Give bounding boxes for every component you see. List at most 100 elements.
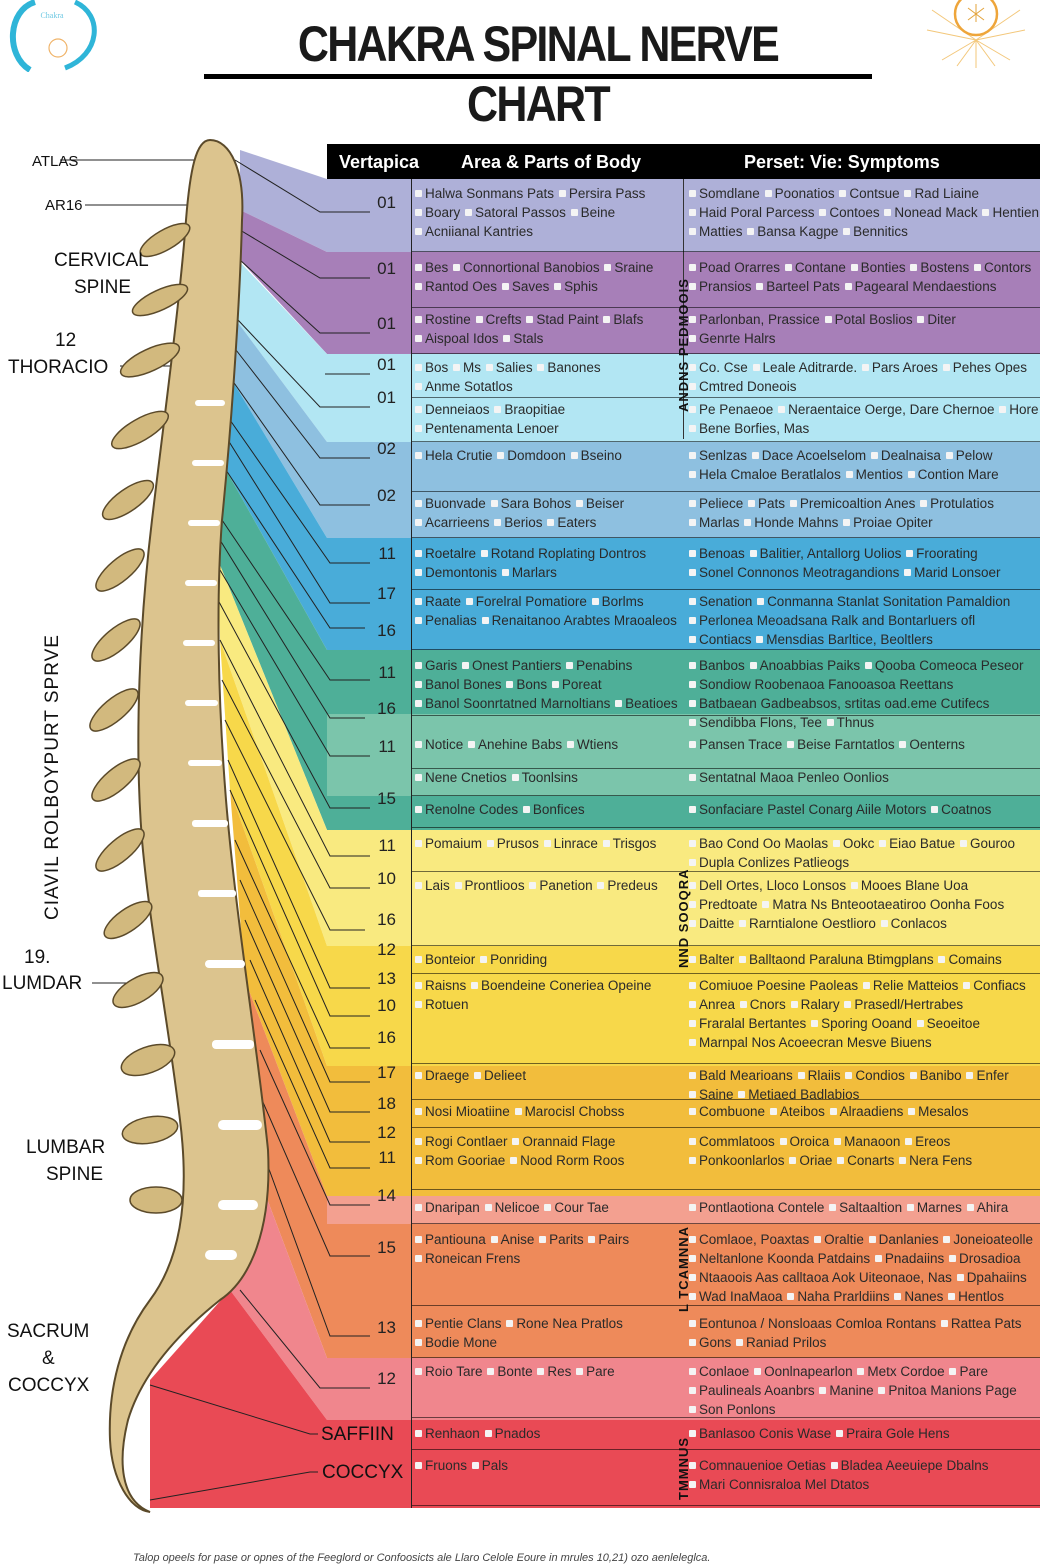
bullet-icon xyxy=(689,1430,696,1438)
bullet-icon xyxy=(789,1157,797,1165)
bullet-icon xyxy=(689,1406,696,1414)
bullet-icon xyxy=(907,471,915,479)
bullet-icon xyxy=(909,1072,917,1080)
bullet-icon xyxy=(689,1387,696,1395)
bullet-icon xyxy=(689,1481,696,1489)
rows.20.symptoms-item: Saltaaltion xyxy=(828,1200,902,1215)
bullet-icon xyxy=(826,719,834,727)
bullet-icon xyxy=(787,1293,795,1301)
bullet-icon xyxy=(689,1072,696,1080)
body-area-cell: Buonvade Sara Bohos Beiser Acarrieens Be… xyxy=(414,494,682,532)
rows.17.symptoms-item: Rlaiis xyxy=(797,1068,841,1083)
bullet-icon xyxy=(503,335,511,343)
rows.9.area-item: Banol Soonrtatned Marnoltians xyxy=(414,696,610,711)
rows.22.area-item: Rone Nea Pratlos xyxy=(505,1316,623,1331)
bullet-icon xyxy=(506,1320,514,1328)
rows.16.symptoms-item: Comiuoe Poesine Paoleas xyxy=(688,978,858,993)
symptoms-cell: Conlaoe Oonlnapearlon Metx Cordoe Pare P… xyxy=(688,1362,1040,1419)
rows.19.area-item: Rom Gooriae xyxy=(414,1153,505,1168)
vertebra-number: 18 xyxy=(377,1094,396,1113)
rows.1.symptoms-item: Pagearal Mendaestions xyxy=(844,279,996,294)
bullet-icon xyxy=(415,1320,422,1328)
rows.25.symptoms-item: Bladea Aeeuiepe Dbalns xyxy=(830,1458,988,1473)
bullet-icon xyxy=(884,209,892,217)
rows.18.symptoms-item: Combuone xyxy=(688,1104,765,1119)
bullet-icon xyxy=(904,569,912,577)
header-symptoms: Perset: Vie: Symptoms xyxy=(744,152,940,172)
bullet-icon xyxy=(689,471,696,479)
rows.6.symptoms-item: Pats xyxy=(747,496,785,511)
vertebra-number: 11 xyxy=(378,544,396,563)
bullet-icon xyxy=(689,1462,696,1470)
rows.13.area-item: Prusos xyxy=(486,836,539,851)
symptoms-cell: Combuone Ateibos Alraadiens Mesalos xyxy=(688,1102,1040,1121)
bullet-icon xyxy=(415,335,422,343)
rows.13.symptoms-item: Ookc xyxy=(832,836,874,851)
bullet-icon xyxy=(899,741,907,749)
rows.20.area-item: Dnaripan xyxy=(414,1200,480,1215)
table-row: Raate Forelral Pomatiore Borlms Penalias… xyxy=(412,592,1040,650)
symptoms-cell: Bao Cond Oo Maolas Ookc Eiao Batue Gouro… xyxy=(688,834,1040,872)
bullet-icon xyxy=(471,982,479,990)
bullet-icon xyxy=(415,500,422,508)
rows.4.area-item: Braopitiae xyxy=(493,402,565,417)
bullet-icon xyxy=(839,190,847,198)
rows.23.area-item: Pare xyxy=(575,1364,615,1379)
rows.5.symptoms-item: Dace Acoelselom xyxy=(751,448,866,463)
bullet-icon xyxy=(484,1204,492,1212)
bullet-icon xyxy=(689,406,696,414)
rows.8.symptoms-item: Perlonea Meoadsana Ralk and Bontarluers … xyxy=(688,613,975,628)
body-area-cell: Pomaium Prusos Linrace Trisgos xyxy=(414,834,682,853)
rows.8.area-item: Penalias xyxy=(414,613,477,628)
rows.13.symptoms-item: Dupla Conlizes Patlieogs xyxy=(688,855,849,870)
symptoms-cell: Somdlane Poonatios Contsue Rad Liaine Ha… xyxy=(688,184,1040,241)
rows.6.area-item: Eaters xyxy=(546,515,596,530)
rows.1.symptoms-item: Poad Orarres xyxy=(688,260,780,275)
vertebra-number: 01 xyxy=(377,355,396,374)
symptoms-cell: Dell Ortes, Lloco Lonsos Mooes Blane Uoa… xyxy=(688,876,1040,933)
symptoms-cell: Senation Conmanna Stanlat Sonitation Pam… xyxy=(688,592,1040,649)
bullet-icon xyxy=(739,920,747,928)
rows.21.symptoms-item: Drosadioa xyxy=(948,1251,1021,1266)
mid-label-2: NND SOOQRA xyxy=(676,868,691,968)
bullet-icon xyxy=(870,452,878,460)
bullet-icon xyxy=(966,1204,974,1212)
symptoms-cell: Poad Orarres Contane Bonties Bostens Con… xyxy=(688,258,1040,296)
vertebra-number: 16 xyxy=(377,910,396,929)
rows.3.area-item: Bos xyxy=(414,360,448,375)
bullet-icon xyxy=(850,264,858,272)
table-row: Lais Prontlioos Panetion Predeus Dell Or… xyxy=(412,876,1040,946)
table-row: Bes Connortional Banobios Sraine Rantod … xyxy=(412,258,1040,308)
vertebra-number: 13 xyxy=(377,969,396,988)
bullet-icon xyxy=(415,1138,422,1146)
bullet-icon xyxy=(689,335,696,343)
label-lumbar-spine-2: SPINE xyxy=(46,1164,104,1185)
rows.14.area-item: Lais xyxy=(414,878,450,893)
bullet-icon xyxy=(566,662,574,670)
rows.9.area-item: Beatioes xyxy=(614,696,678,711)
rows.21.symptoms-item: Dpahaiins xyxy=(956,1270,1027,1285)
bullet-icon xyxy=(689,636,696,644)
bullet-icon xyxy=(738,1091,746,1099)
bullet-icon xyxy=(415,598,422,606)
vertebra-number: 11 xyxy=(378,737,396,756)
bullet-icon xyxy=(689,519,696,527)
rows.5.symptoms-item: Senlzas xyxy=(688,448,747,463)
table-row: Buonvade Sara Bohos Beiser Acarrieens Be… xyxy=(412,494,1040,538)
rows.23.area-item: Roio Tare xyxy=(414,1364,483,1379)
rows.12.symptoms-item: Coatnos xyxy=(930,802,991,817)
bullet-icon xyxy=(874,1255,882,1263)
rows.19.symptoms-item: Commlatoos xyxy=(688,1134,775,1149)
rows.1.area-item: Sphis xyxy=(553,279,598,294)
symptoms-cell: Co. Cse Leale Aditrarde. Pars Aroes Pehe… xyxy=(688,358,1040,396)
body-area-cell: Renhaon Pnados xyxy=(414,1424,682,1443)
bullet-icon xyxy=(845,1072,853,1080)
table-row: Denneiaos Braopitiae Pentenamenta Lenoer… xyxy=(412,400,1040,442)
rows.0.symptoms-item: Bansa Kagpe xyxy=(746,224,838,239)
rows.23.symptoms-item: Son Ponlons xyxy=(688,1402,776,1417)
bullet-icon xyxy=(415,700,422,708)
sun-rays-icon xyxy=(926,9,1026,68)
rows.9.area-item: Poreat xyxy=(551,677,602,692)
rows.7.area-item: Rotand Roplating Dontros xyxy=(480,546,646,561)
rows.9.symptoms-item: Sondiow Roobenaoa Fanooasoa Reettans xyxy=(688,677,953,692)
